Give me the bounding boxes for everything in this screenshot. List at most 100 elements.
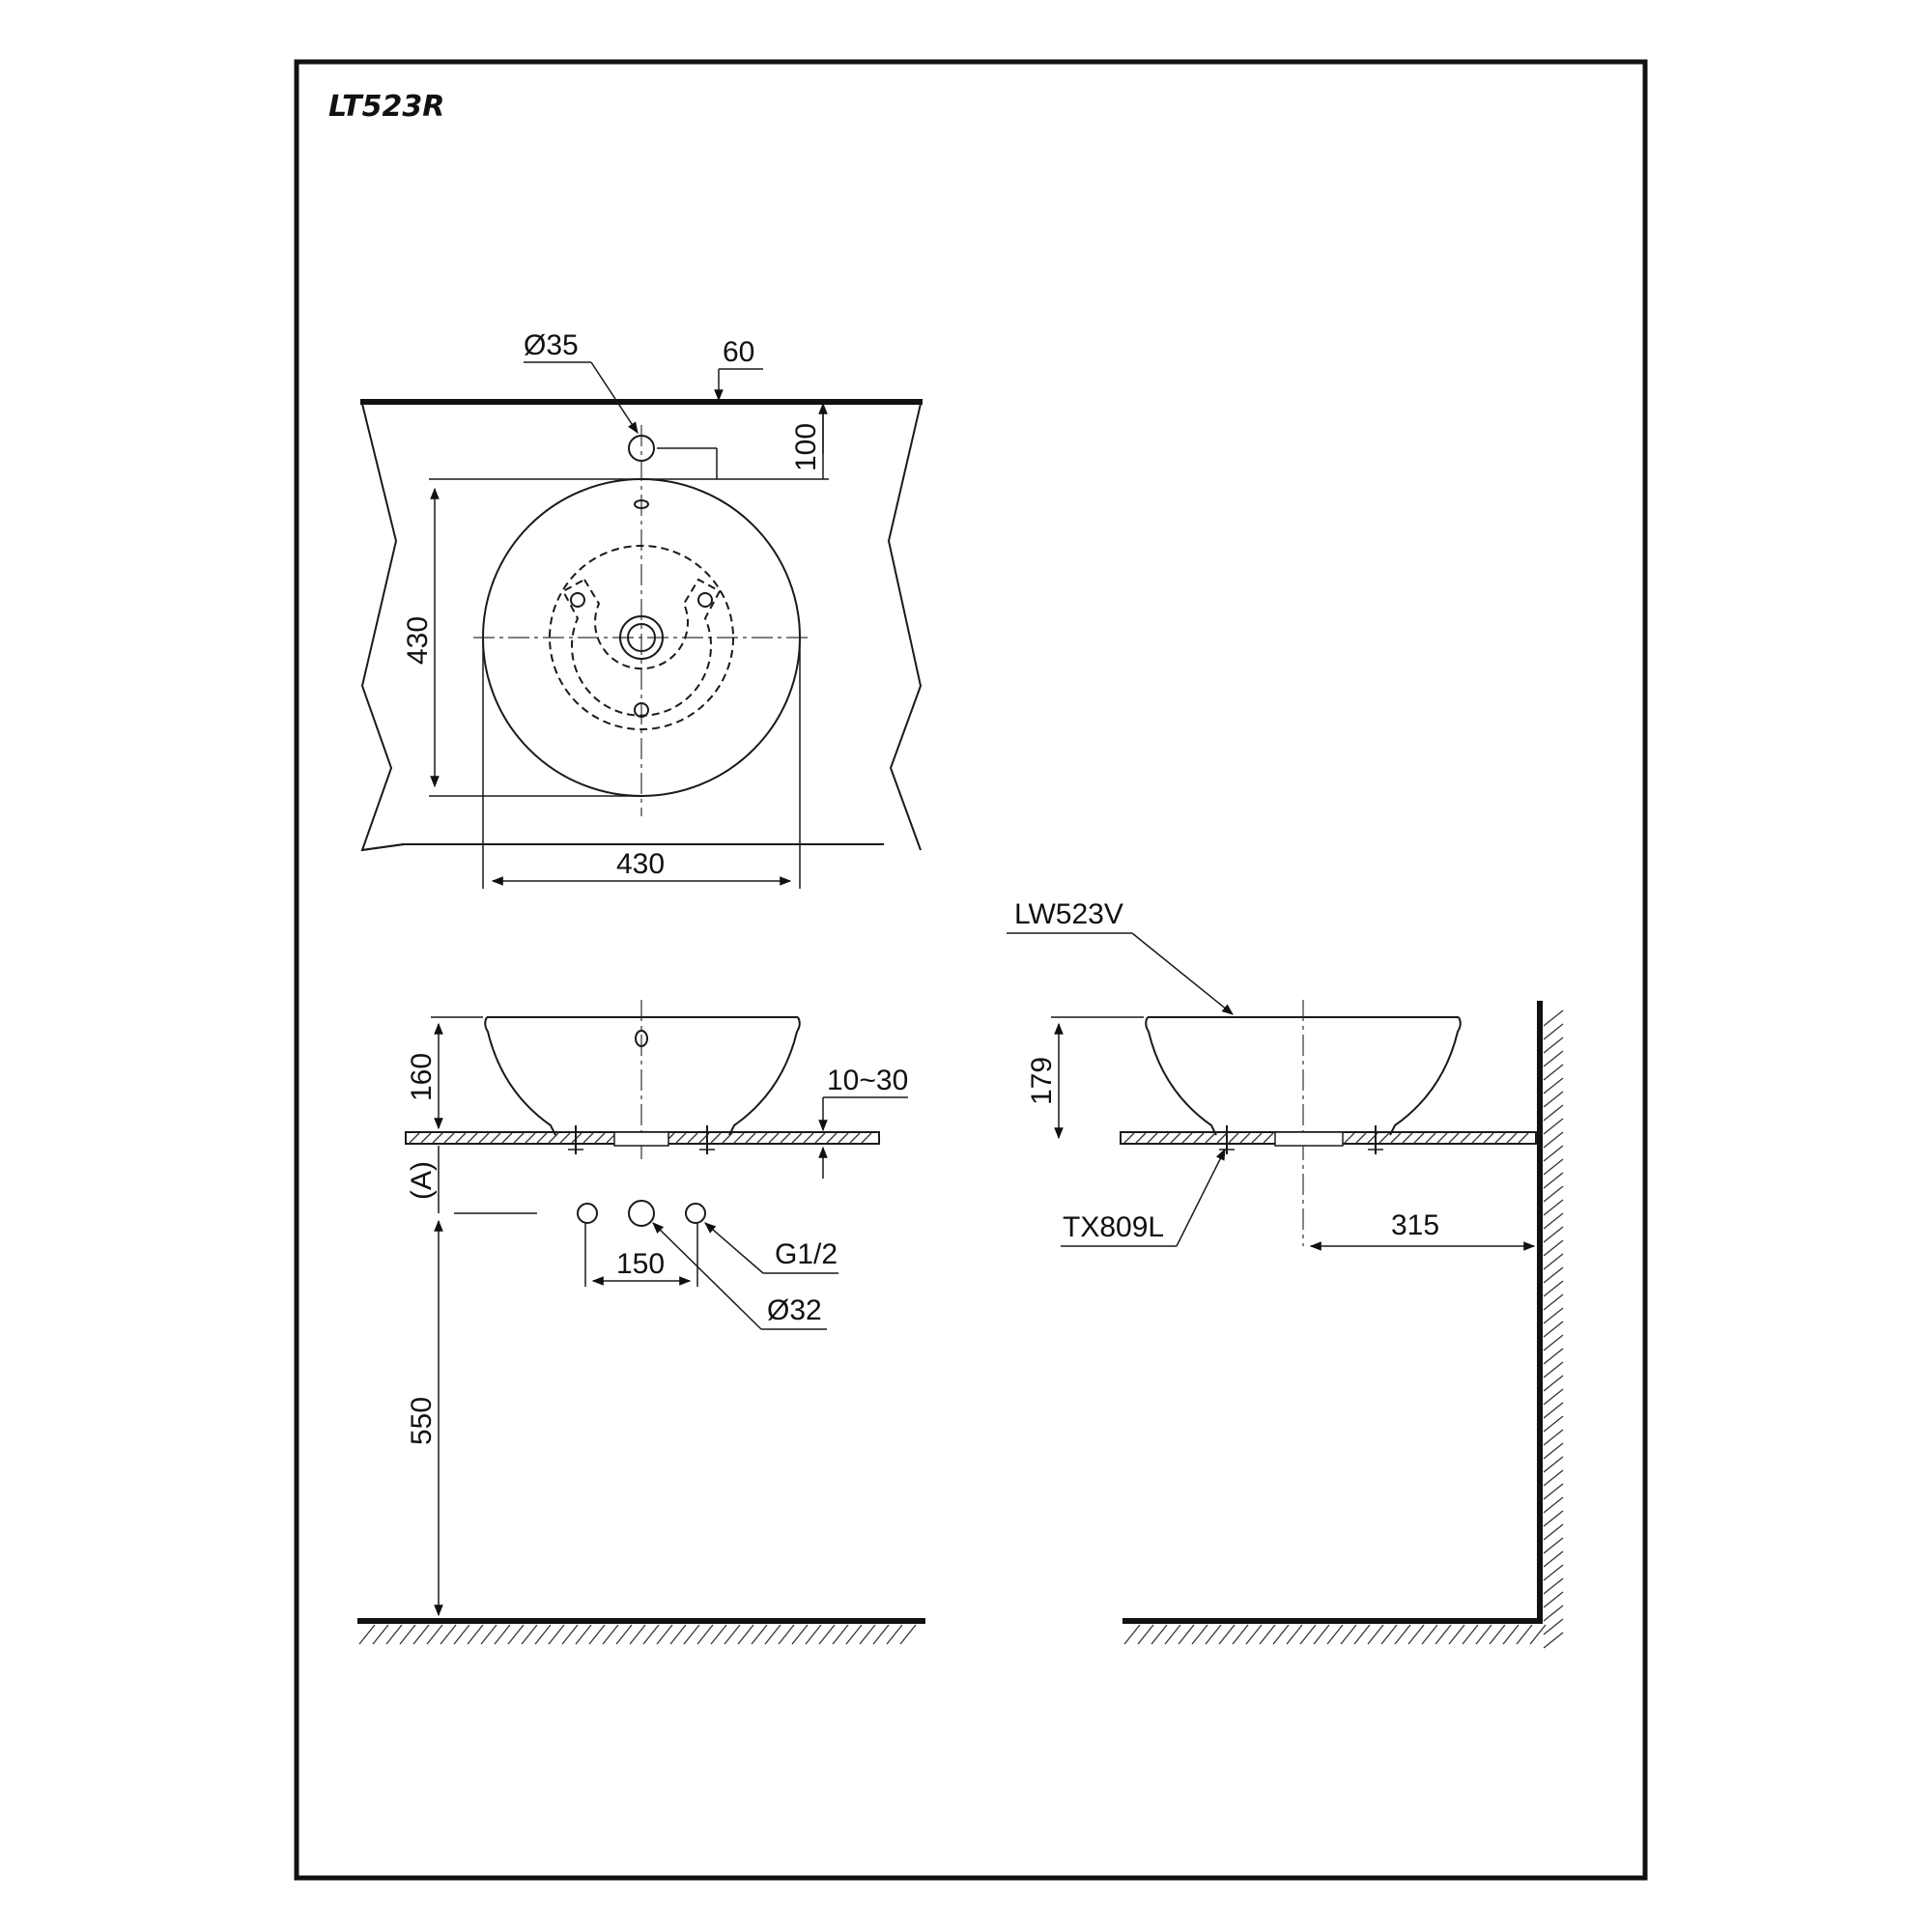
floor-hatch-line [669, 1624, 687, 1645]
wall-hatch-line [1543, 1077, 1564, 1094]
floor-hatch-line [1205, 1624, 1222, 1645]
tap-hole [628, 435, 655, 462]
floor-hatch-line [1516, 1624, 1533, 1645]
tap-hole-label: Ø35 [524, 329, 579, 361]
floor-hatch-line [629, 1624, 646, 1645]
floor-hatch-line [534, 1624, 552, 1645]
wall-hatch-line [1543, 1456, 1564, 1473]
counter-hatch-line [710, 1132, 722, 1144]
wall-hatch-line [1543, 1009, 1564, 1027]
model-title: LT523R [328, 90, 444, 124]
wall-hatch-line [1543, 1523, 1564, 1541]
counter-thickness-label: 10~30 [827, 1065, 908, 1096]
bowl-model-leader [1131, 932, 1234, 1015]
counter-hatch-line [525, 1132, 536, 1144]
wall-hatch [1543, 1009, 1564, 1649]
wall-hatch-line [1543, 1321, 1564, 1338]
wall-hatch-line [1543, 1469, 1564, 1487]
wall-hatch-line [1543, 1158, 1564, 1176]
floor-hatch-line [710, 1624, 727, 1645]
counter-hatch-line [1448, 1132, 1460, 1144]
wall-hatch-line [1543, 1618, 1564, 1635]
floor-hatch-line [1394, 1624, 1411, 1645]
counter-hatch-line [1158, 1132, 1170, 1144]
tap-hole-leader [590, 361, 639, 435]
drain-hole-inner [627, 623, 656, 652]
floor-hatch-line [751, 1624, 768, 1645]
counter-hatch-line [455, 1132, 467, 1144]
counter-hatch-line [582, 1132, 594, 1144]
basin-width-label: 430 [616, 848, 665, 880]
floor-hatch-line [859, 1624, 876, 1645]
counter-hatch-line [1471, 1132, 1483, 1144]
counter-hatch-line [513, 1132, 525, 1144]
counter-hatch-line [420, 1132, 432, 1144]
floor-hatch-line [737, 1624, 754, 1645]
wall-hatch-line [1543, 1550, 1564, 1568]
counter-hatch-line [1518, 1132, 1529, 1144]
counter-hatch-line [838, 1132, 849, 1144]
floor-hatch-line [683, 1624, 700, 1645]
floor-hatch-line [494, 1624, 511, 1645]
counter-hatch-line [1123, 1132, 1135, 1144]
floor-hatch-line [899, 1624, 917, 1645]
counter-hatch-line [501, 1132, 513, 1144]
floor-hatch-line [1313, 1624, 1330, 1645]
counter-hatch-line [826, 1132, 838, 1144]
counter-hatch-line [756, 1132, 768, 1144]
dim-a-label: (A) [406, 1161, 438, 1200]
floor-hatch-line [656, 1624, 673, 1645]
counter-hatch-line [1413, 1132, 1425, 1144]
floor-hatch-line [412, 1624, 430, 1645]
floor-hatch-line [845, 1624, 863, 1645]
counter-hatch-line [1205, 1132, 1216, 1144]
wall-hatch-line [1543, 1023, 1564, 1040]
counter-hatch-line [1402, 1132, 1413, 1144]
floor-hatch-line [818, 1624, 836, 1645]
floor-hatch-line [1326, 1624, 1344, 1645]
anchor-bolt-right-side [1368, 1125, 1383, 1154]
wall-hatch-line [1543, 1442, 1564, 1460]
drain-dia-label: Ø32 [767, 1294, 822, 1326]
counter-hatch-line [1436, 1132, 1448, 1144]
overflow-slot [634, 499, 649, 509]
wall-hatch-line [1543, 1050, 1564, 1067]
floor-hatch-line [1164, 1624, 1181, 1645]
wall-hatch-line [1543, 1402, 1564, 1419]
counter-hatch-line [745, 1132, 756, 1144]
counter-hatch-line [861, 1132, 872, 1144]
counter-hatch-line [803, 1132, 814, 1144]
front-elevation: 160 10~30 (A) 150 G1/2 Ø32 550 [357, 1000, 925, 1645]
basin-depth-label: 430 [402, 616, 434, 665]
anchor-bolt-right-front [699, 1125, 715, 1154]
floor-hatch-line [1380, 1624, 1398, 1645]
wall-hatch-line [1543, 1239, 1564, 1257]
bowl-profile-side [1145, 1016, 1462, 1136]
floor-hatch-line [764, 1624, 781, 1645]
counter-hatch-line [733, 1132, 745, 1144]
floor-hatch-line [886, 1624, 903, 1645]
wall-hatch-line [1543, 1091, 1564, 1108]
floor-hatch-line [1178, 1624, 1195, 1645]
counter-hatch-line [791, 1132, 803, 1144]
wall-hatch-line [1543, 1348, 1564, 1365]
bolt-hole-bottom [634, 702, 649, 718]
waste-model-leader [1176, 1148, 1226, 1247]
floor-hatch-line [615, 1624, 633, 1645]
counter-hatch-line [1460, 1132, 1471, 1144]
wall-hatch-line [1543, 1226, 1564, 1243]
counter-hatch-line [1170, 1132, 1181, 1144]
drain-hole-outer [619, 615, 664, 660]
supply-thread-label: G1/2 [775, 1238, 838, 1270]
floor-hatch-line [791, 1624, 809, 1645]
wall-hatch-line [1543, 1104, 1564, 1122]
floor-hatch-line [480, 1624, 497, 1645]
floor-hatch-line [724, 1624, 741, 1645]
floor-hatch-line [1529, 1624, 1547, 1645]
floor-hatch-line [399, 1624, 416, 1645]
counter-hatch-line [559, 1132, 571, 1144]
floor-hatch-line [832, 1624, 849, 1645]
counter-hatch-line [768, 1132, 780, 1144]
counter-hatch-line [1355, 1132, 1367, 1144]
